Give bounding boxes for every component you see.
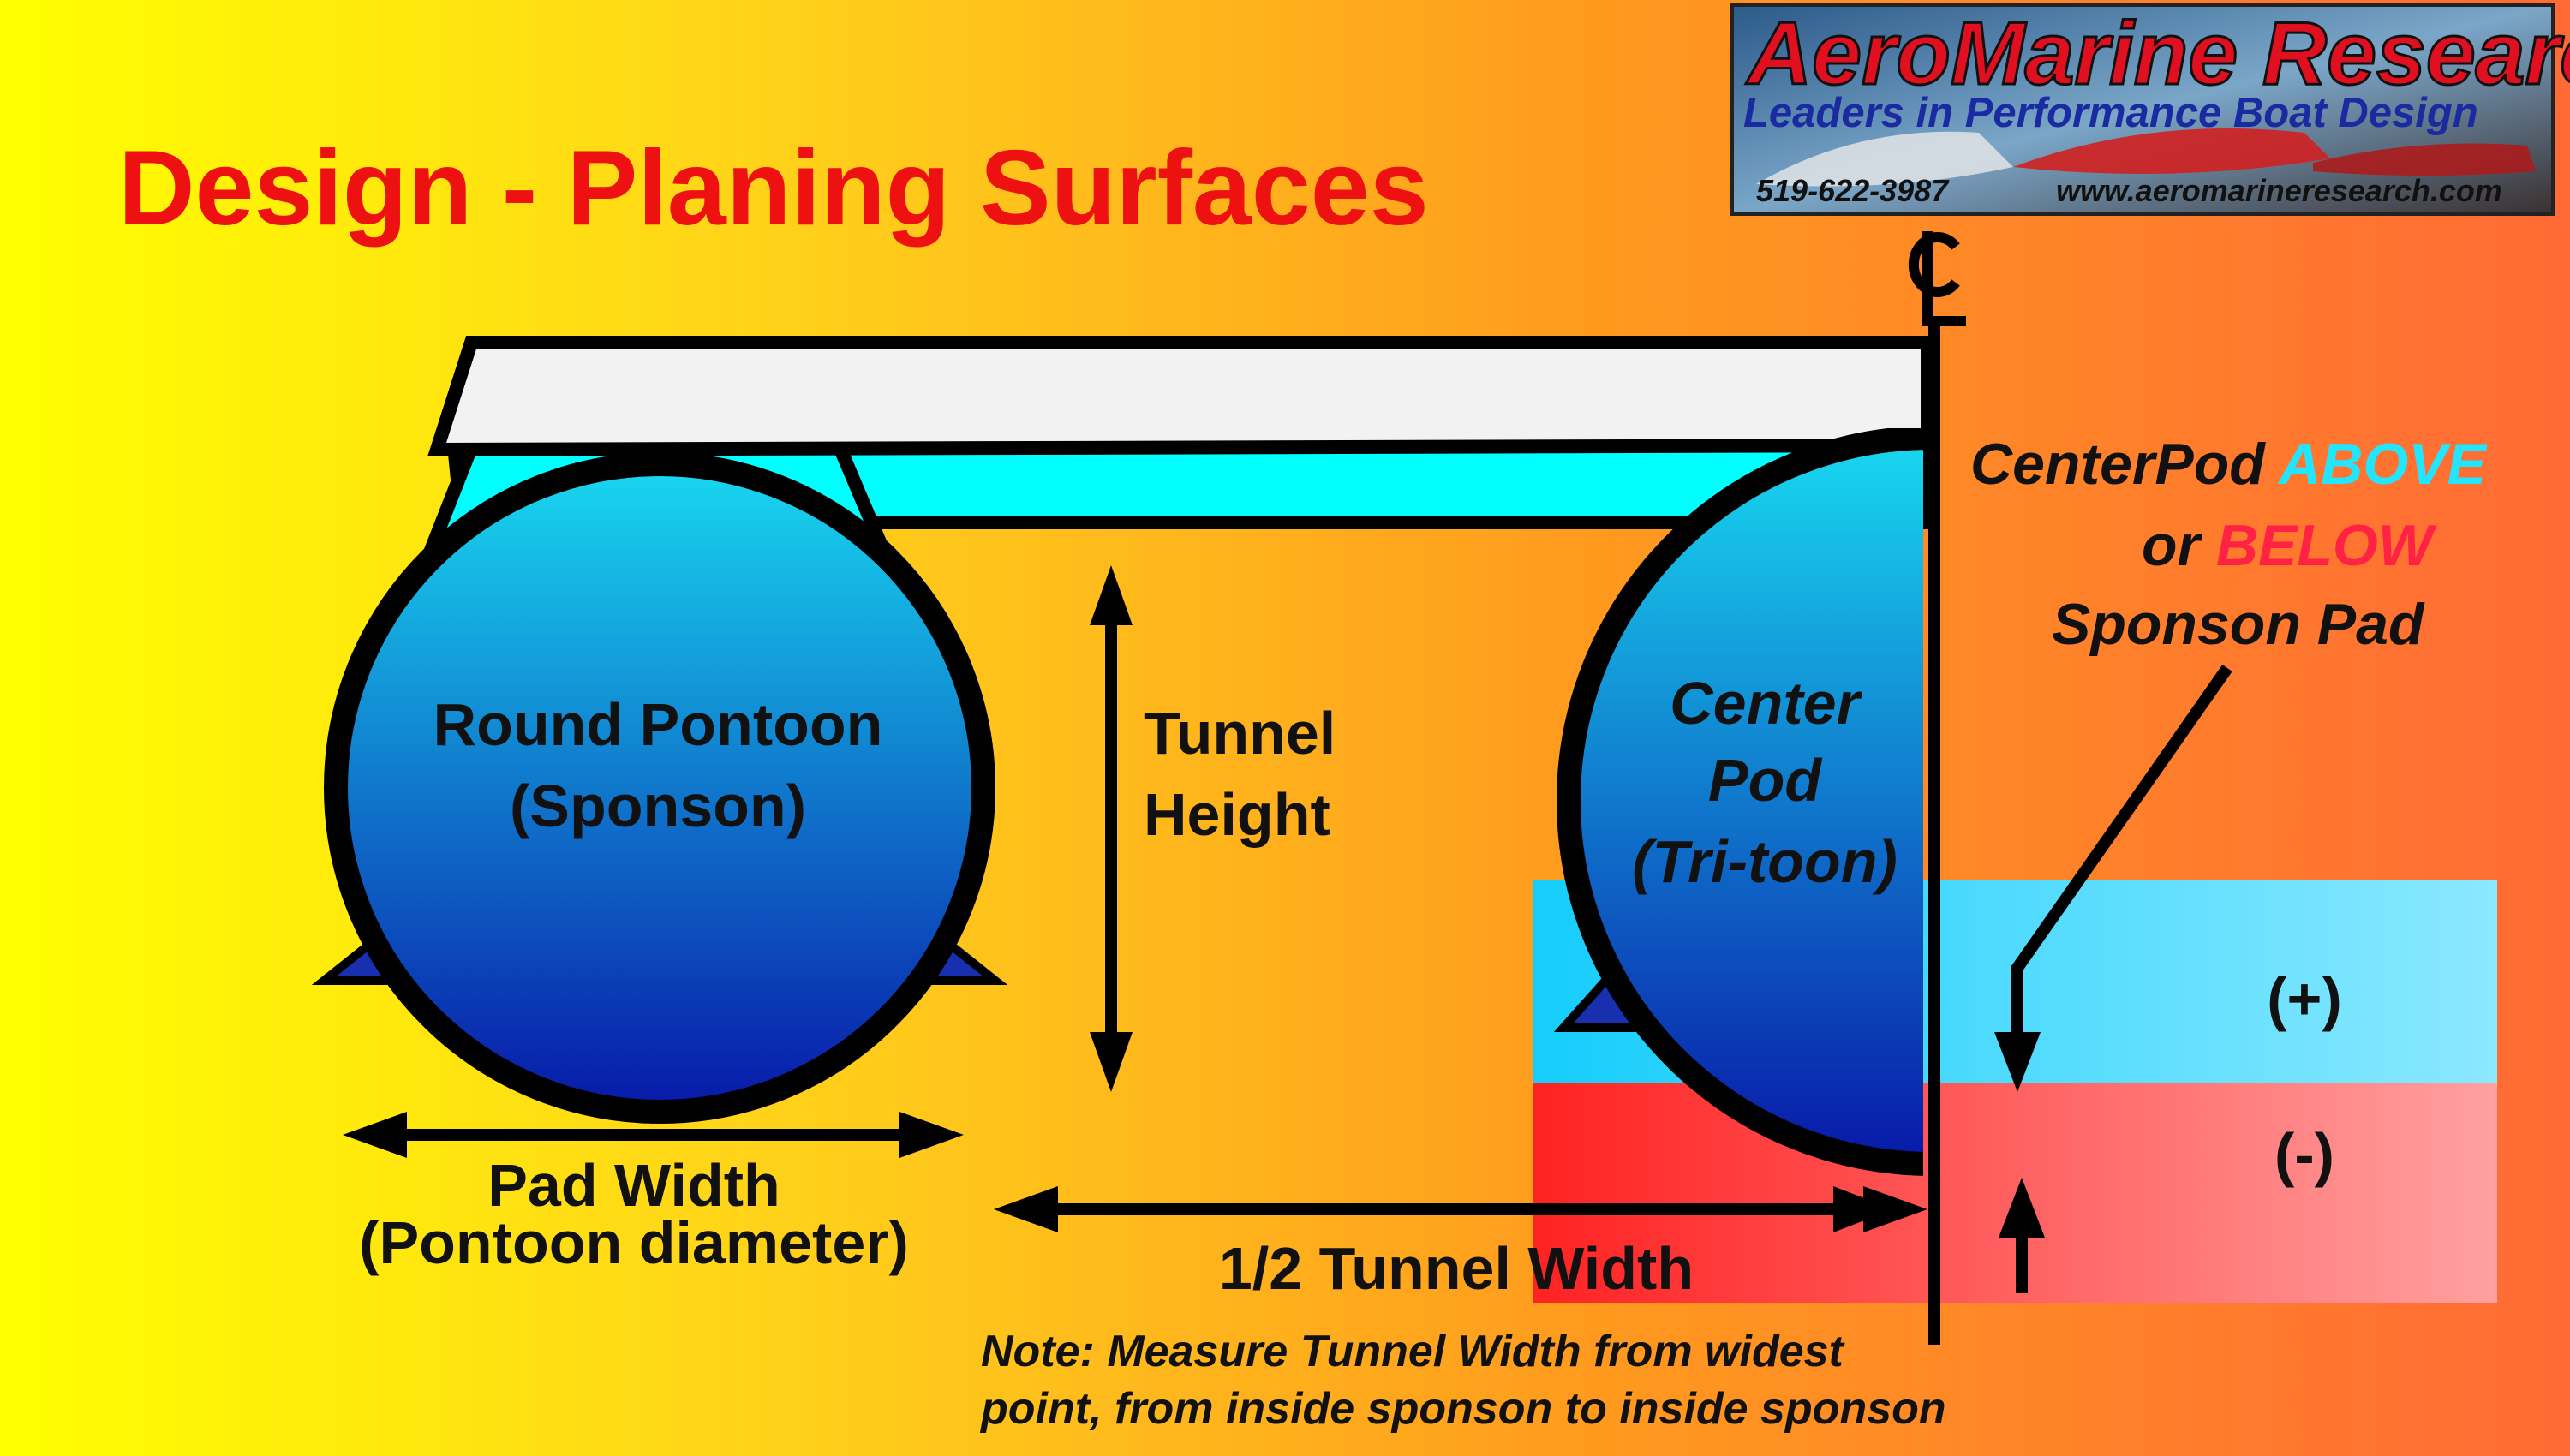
pad-width-arrow <box>343 1112 964 1158</box>
round-pontoon <box>311 452 1008 1124</box>
logo-name: AeroMarine Research <box>1745 4 2570 104</box>
logo-website: www.aeromarineresearch.com <box>2056 173 2502 208</box>
pod-label-line3: (Tri-toon) <box>1632 828 1898 895</box>
race-boat-icon <box>2013 128 2330 174</box>
sponson-label-line2: (Sponson) <box>510 773 806 839</box>
centerline-symbol: CL <box>1908 231 1966 326</box>
note-line2: point, from inside sponson to inside spo… <box>979 1384 1946 1434</box>
pod-label-line1: Center <box>1670 670 1862 737</box>
above-below-line1: CenterPod ABOVE <box>1970 432 2489 497</box>
center-pod <box>1553 428 1923 1176</box>
below-up-arrow <box>1999 1178 2045 1293</box>
deck <box>427 336 1934 457</box>
page-title: Design - Planing Surfaces <box>118 129 1429 248</box>
below-word: BELOW <box>2216 513 2438 578</box>
pod-label-line2: Pod <box>1708 747 1822 814</box>
tunnel-height-arrow <box>1090 565 1133 1092</box>
pad-width-label-line2: (Pontoon diameter) <box>359 1209 909 1276</box>
pad-width-label-line1: Pad Width <box>487 1152 780 1219</box>
plus-zone-label: (+) <box>2267 965 2342 1032</box>
tunnel-height-label-line1: Tunnel <box>1144 700 1336 767</box>
note-line1: Note: Measure Tunnel Width from widest <box>981 1327 1846 1376</box>
company-logo: AeroMarine Research Leaders in Performan… <box>1730 3 2570 216</box>
or-word: or <box>2142 513 2216 578</box>
below-zone-band <box>1533 1083 2497 1303</box>
logo-tagline: Leaders in Performance Boat Design <box>1743 90 2478 136</box>
above-below-pointer <box>1994 664 2232 1092</box>
half-tunnel-width-label: 1/2 Tunnel Width <box>1219 1235 1694 1302</box>
tunnel-height-label-line2: Height <box>1144 781 1330 848</box>
boat-icon <box>1756 131 2013 187</box>
above-below-line2: or BELOW <box>2142 513 2438 578</box>
logo-phone: 519-622-3987 <box>1756 173 1950 208</box>
above-below-prefix: CenterPod <box>1970 432 2279 497</box>
speed-boat-icon <box>2313 143 2536 176</box>
sponson-label-line1: Round Pontoon <box>433 691 883 758</box>
sponson-pad-label: Sponson Pad <box>2052 592 2425 657</box>
half-tunnel-width-arrow <box>994 1186 1928 1232</box>
above-word: ABOVE <box>2277 432 2488 497</box>
minus-zone-label: (-) <box>2274 1121 2334 1188</box>
